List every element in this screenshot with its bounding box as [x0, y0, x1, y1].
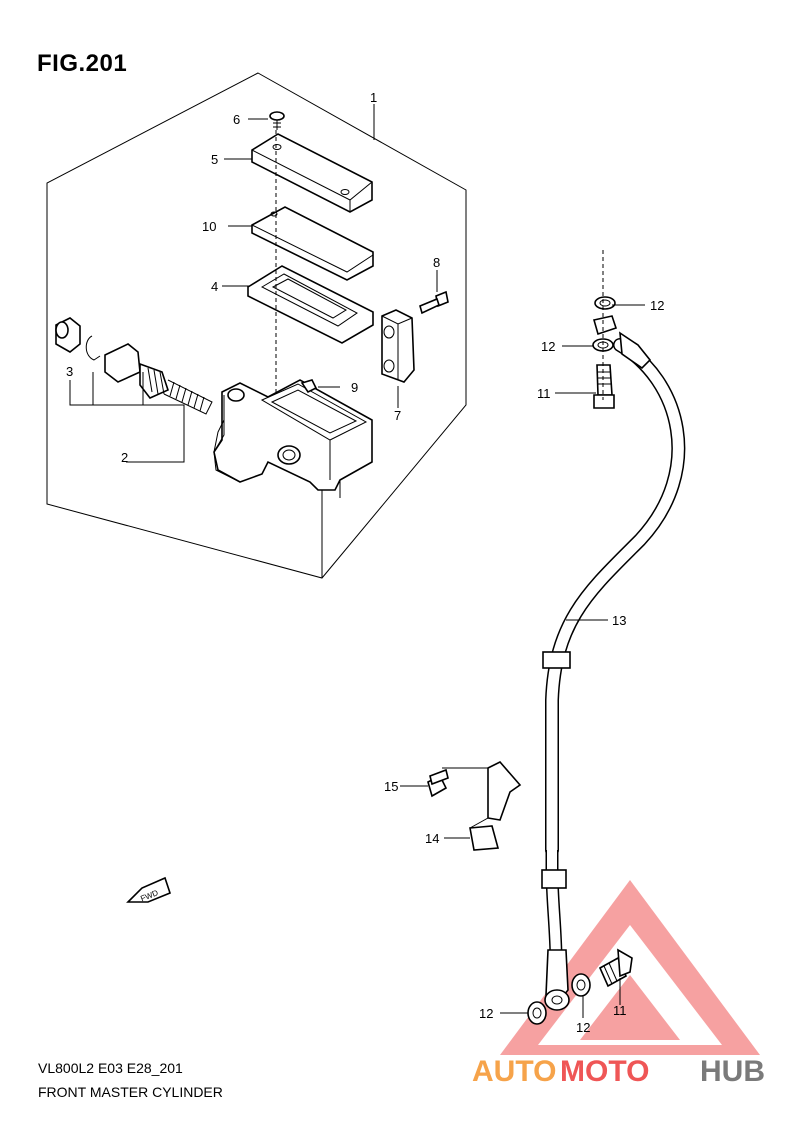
callout-labels: 1 2 3 4 5 6 7 8 9 10 11 11 12 12 12 12 1…	[66, 90, 664, 1035]
screw-part-6	[269, 111, 285, 130]
master-cylinder-body-part-1	[213, 379, 373, 505]
clamp-part-7	[381, 309, 415, 383]
callout-4: 4	[211, 279, 218, 294]
callout-12-lower-b: 12	[576, 1020, 590, 1035]
assembly-outline	[46, 72, 467, 579]
model-code: VL800L2 E03 E28_201	[38, 1060, 183, 1076]
screw-part-9	[300, 379, 318, 394]
leader-lines	[69, 104, 645, 1018]
watermark-logo: AUTO MOTO HUB	[472, 1055, 765, 1088]
callout-9: 9	[351, 380, 358, 395]
brake-hose-part-13	[541, 331, 686, 1011]
callout-2: 2	[121, 450, 128, 465]
callout-3: 3	[66, 364, 73, 379]
callout-11-lower: 11	[613, 1003, 627, 1018]
plate-part-10	[251, 206, 374, 281]
callout-14: 14	[425, 831, 439, 846]
figure-title: FIG.201	[37, 50, 128, 77]
callout-5: 5	[211, 152, 218, 167]
bolt-part-8	[419, 290, 449, 315]
figure-name: FRONT MASTER CYLINDER	[38, 1084, 223, 1100]
callout-6: 6	[233, 112, 240, 127]
watermark-hub: HUB	[700, 1055, 765, 1088]
callout-7: 7	[394, 408, 401, 423]
watermark-moto: MOTO	[560, 1055, 649, 1088]
forward-arrow-icon: FWD	[126, 876, 171, 903]
callout-8: 8	[433, 255, 440, 270]
reservoir-cap-part-5	[251, 133, 373, 213]
bolt-part-15	[427, 767, 488, 798]
callout-11-upper: 11	[537, 386, 551, 401]
callout-1: 1	[370, 90, 377, 105]
bracket-part-14	[469, 761, 522, 851]
callout-10: 10	[202, 219, 216, 234]
upper-banjo-hardware	[592, 250, 618, 409]
watermark-auto: AUTO	[472, 1055, 556, 1088]
callout-12-upper-a: 12	[650, 298, 664, 313]
diaphragm-part-4	[247, 265, 374, 344]
callout-15: 15	[384, 779, 398, 794]
callout-12-lower-a: 12	[479, 1006, 493, 1021]
callout-12-upper-b: 12	[541, 339, 555, 354]
piston-kit-part-2	[55, 317, 213, 415]
callout-13: 13	[612, 613, 626, 628]
